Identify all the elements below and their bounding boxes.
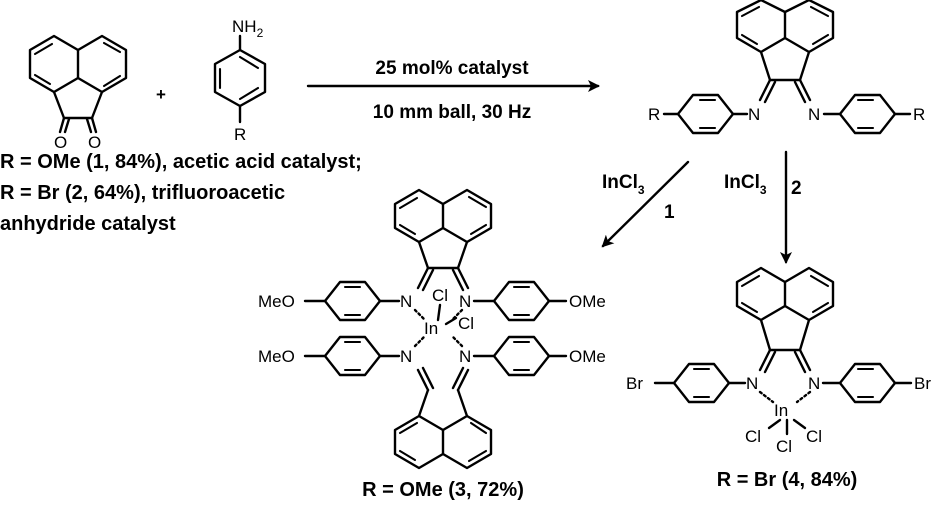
- plus-sign: +: [156, 85, 166, 104]
- complex3-cl-2: Cl: [458, 314, 474, 333]
- route-1-reagent: InCl3: [602, 172, 645, 197]
- complex3-ome-2: OMe: [569, 347, 606, 366]
- bian-ligand-structure: N N R R: [648, 0, 925, 135]
- complex3-cl-1: Cl: [432, 286, 448, 305]
- route-1-arrow: [601, 160, 690, 248]
- complex4-br-right: Br: [914, 374, 931, 393]
- ketone-oxygen-left: O: [54, 133, 67, 152]
- complex3-n4: N: [459, 347, 471, 366]
- note-line-1: R = OMe (1, 84%), acetic acid catalyst;: [0, 151, 362, 173]
- complex3-meo-2: MeO: [258, 347, 295, 366]
- complex3-caption: R = OMe (3, 72%): [362, 479, 524, 501]
- complex4-n2: N: [808, 374, 820, 393]
- complex-3-structure: N N MeO OMe Cl Cl In N N MeO O: [258, 188, 606, 470]
- route-1-number: 1: [664, 202, 675, 223]
- complex4-cl-1: Cl: [745, 427, 761, 446]
- note-line-2: R = Br (2, 64%), trifluoroacetic: [0, 182, 285, 204]
- amine-label: NH2: [232, 17, 264, 40]
- complex-4-structure: N N Br Br In Cl Cl Cl: [626, 266, 931, 456]
- note-line-3: anhydride catalyst: [0, 213, 176, 235]
- complex3-meo-1: MeO: [258, 292, 295, 311]
- complex3-n3: N: [400, 347, 412, 366]
- aniline-structure: NH2 R: [213, 17, 267, 144]
- imine-n-right: N: [808, 105, 820, 124]
- complex3-n1: N: [400, 292, 412, 311]
- imine-n-left: N: [748, 105, 760, 124]
- route-2-number: 2: [791, 178, 802, 199]
- aniline-r-group: R: [234, 125, 246, 144]
- complex3-n2: N: [459, 292, 471, 311]
- complex4-indium: In: [774, 401, 788, 420]
- complex4-br-left: Br: [626, 374, 643, 393]
- complex4-caption: R = Br (4, 84%): [717, 469, 858, 491]
- complex3-indium: In: [424, 319, 438, 338]
- ligand-r-left: R: [648, 105, 660, 124]
- complex4-cl-3: Cl: [776, 437, 792, 456]
- ketone-oxygen-right: O: [88, 133, 101, 152]
- complex3-ome-1: OMe: [569, 292, 606, 311]
- conditions-milling: 10 mm ball, 30 Hz: [373, 102, 531, 123]
- route-2-reagent: InCl3: [724, 172, 767, 197]
- conditions-catalyst: 25 mol% catalyst: [375, 58, 529, 79]
- complex4-cl-2: Cl: [806, 427, 822, 446]
- ligand-r-right: R: [913, 105, 925, 124]
- complex4-n1: N: [746, 374, 758, 393]
- acenaphthenequinone-structure: O O: [28, 34, 128, 152]
